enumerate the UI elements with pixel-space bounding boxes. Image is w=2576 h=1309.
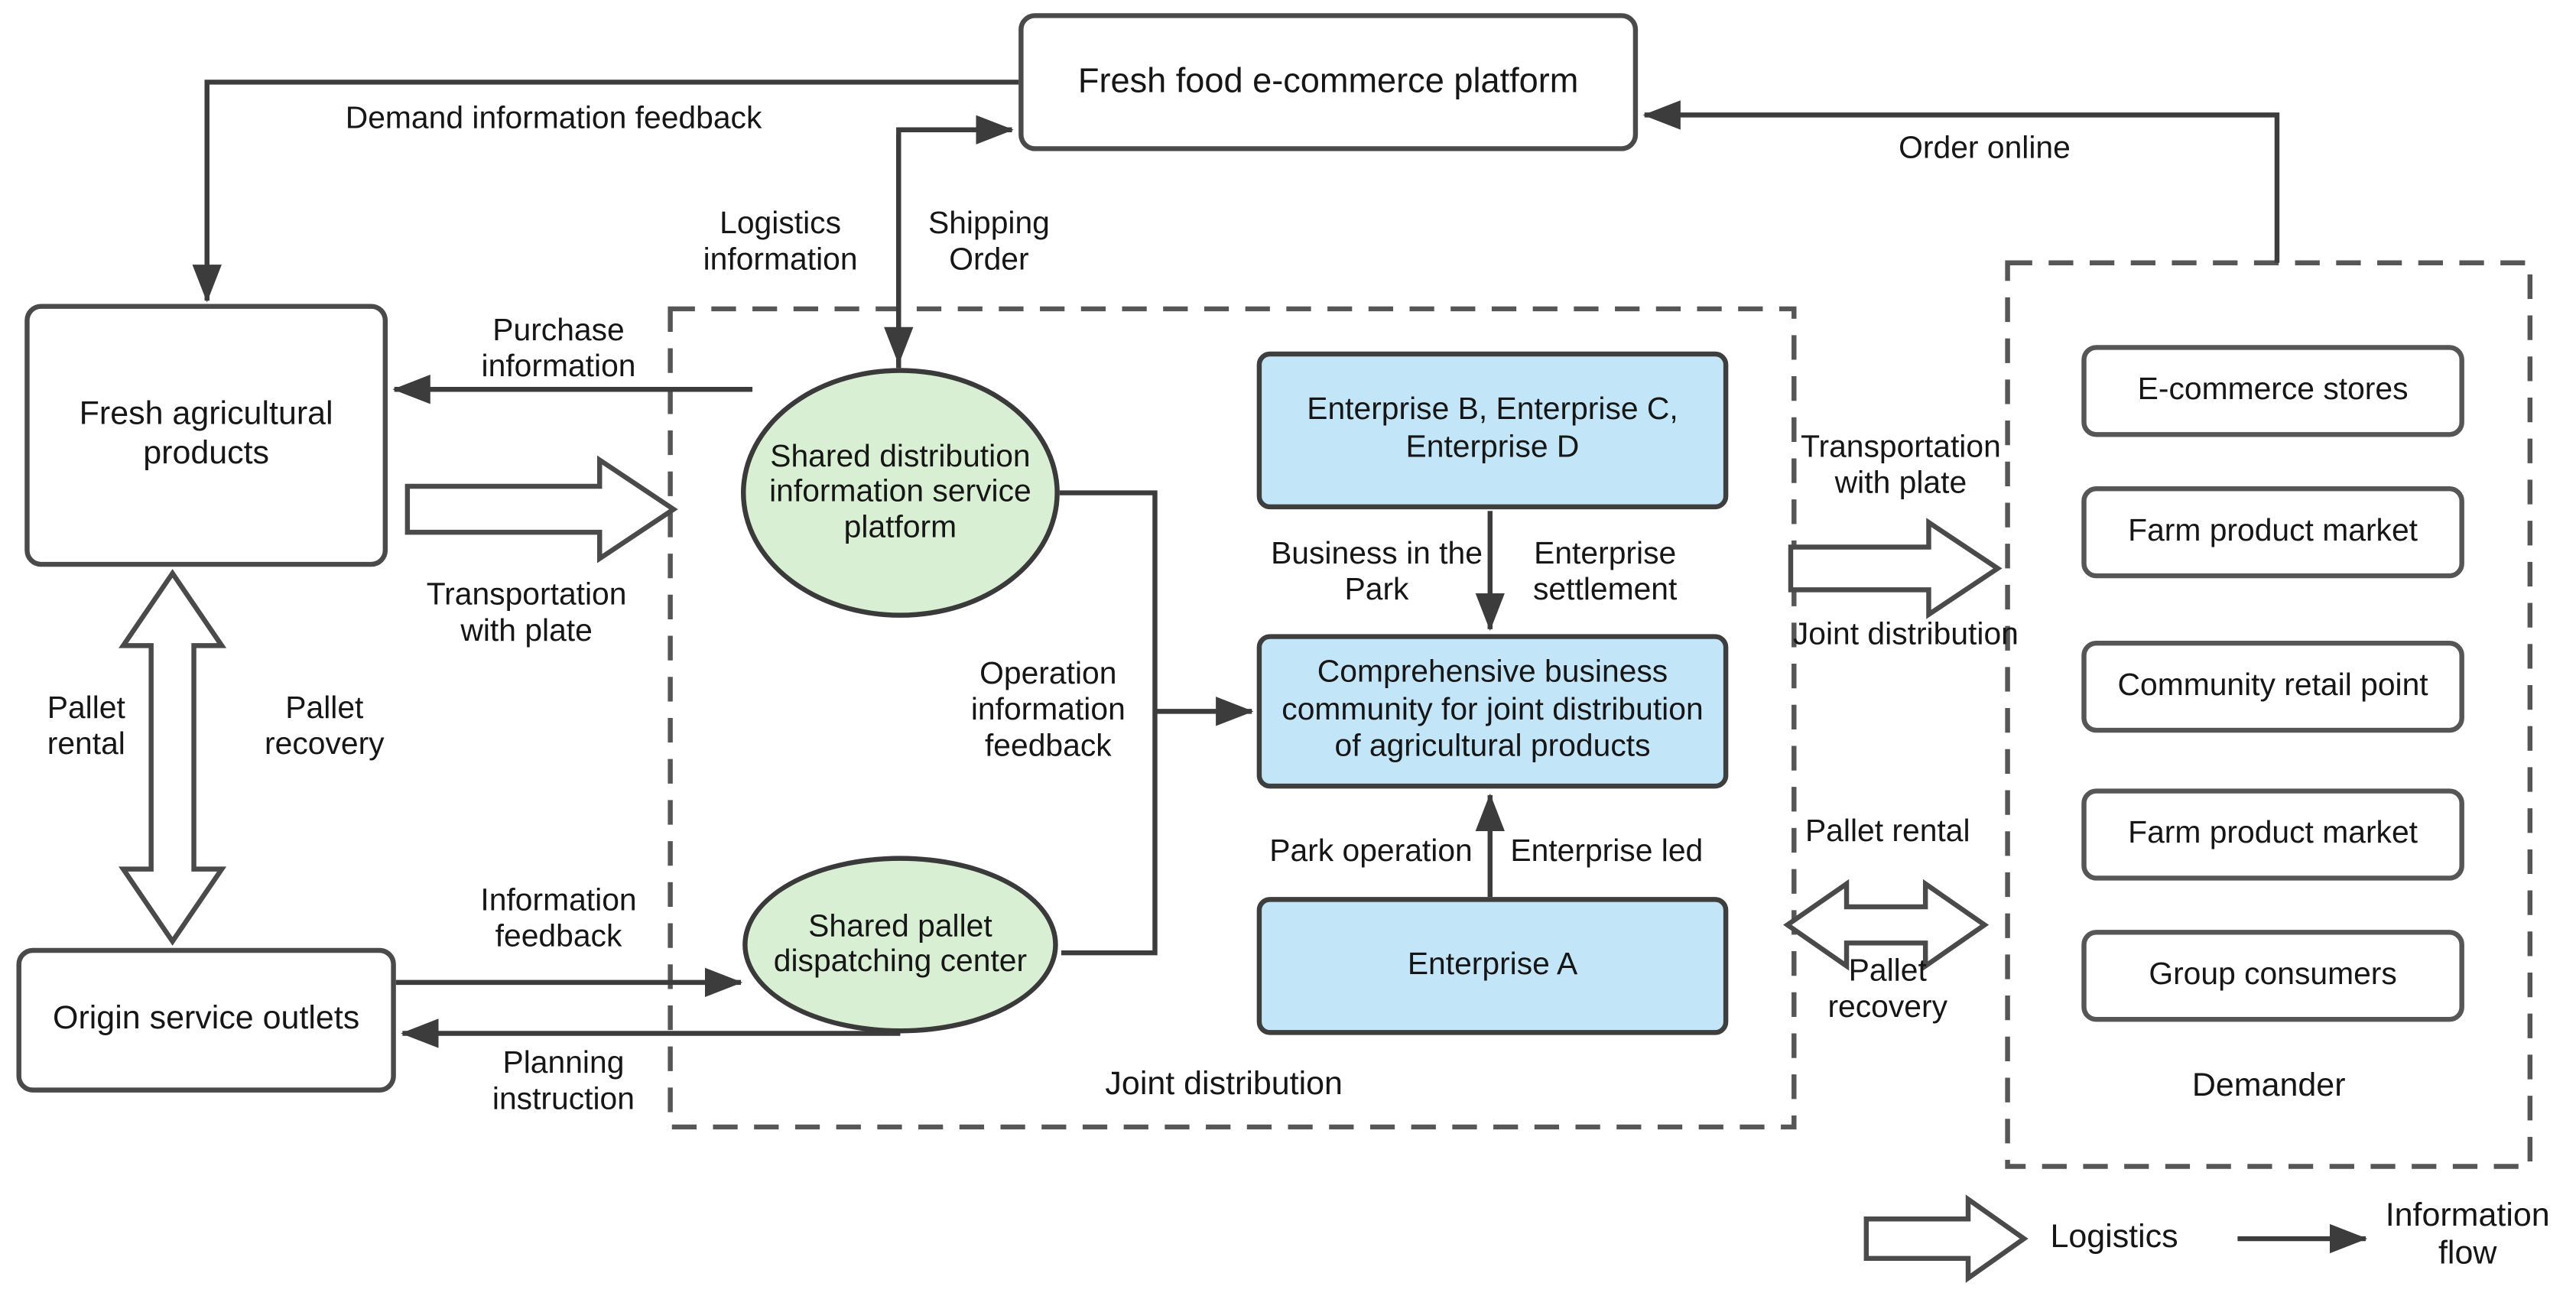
node-ecommerce-stores: E-commerce stores [2081, 345, 2464, 437]
label-enterprise-led: Enterprise led [1510, 834, 1704, 869]
label-business-in-the-park: Business in the Park [1271, 537, 1483, 609]
logistics-arrow-transportation-with-plate-left [404, 455, 678, 564]
logistics-arrow-pallet-rental-recovery-left [119, 569, 227, 946]
joint-distribution-dashed-frame [668, 306, 1797, 1130]
label-enterprise-settlement: Enterprise settlement [1533, 537, 1678, 609]
node-shared-pallet-dispatching-center: Shared pallet dispatching center [742, 856, 1058, 1034]
node-business-community: Comprehensive business community for joi… [1256, 634, 1729, 789]
label-information-feedback: Information feedback [480, 883, 637, 955]
label-pallet-rental-left: Pallet rental [47, 691, 125, 763]
label-transportation-with-plate-right: Transportation with plate [1801, 430, 2001, 502]
node-shared-distribution-information-service-platform: Shared distribution information service … [741, 368, 1060, 618]
node-enterprise-bcd: Enterprise B, Enterprise C, Enterprise D [1256, 351, 1729, 510]
legend-information-flow-label: Information flow [2385, 1197, 2550, 1272]
logistics-arrow-pallet-rental-recovery-right [1783, 879, 1990, 971]
legend-logistics-arrow [1863, 1194, 2029, 1283]
node-fresh-agricultural-products: Fresh agricultural products [24, 304, 388, 567]
node-fresh-food-ecommerce-platform: Fresh food e-commerce platform [1018, 13, 1639, 151]
caption-demander: Demander [2191, 1067, 2346, 1104]
connector-operation-feedback-trunk [1059, 490, 1158, 956]
label-park-operation: Park operation [1269, 834, 1473, 869]
label-pallet-recovery-right: Pallet recovery [1827, 954, 1947, 1026]
node-group-consumers: Group consumers [2081, 930, 2464, 1022]
label-planning-instruction: Planning instruction [492, 1046, 635, 1118]
node-farm-product-market-1: Farm product market [2081, 486, 2464, 579]
logistics-arrow-joint-distribution-right [1788, 518, 2003, 619]
label-shipping-order: Shipping Order [927, 206, 1050, 278]
node-community-retail-point: Community retail point [2081, 640, 2464, 733]
label-demand-information-feedback: Demand information feedback [345, 102, 762, 137]
label-operation-information-feedback: Operation information feedback [970, 657, 1126, 765]
demander-dashed-frame [2005, 260, 2533, 1169]
caption-joint-distribution: Joint distribution [1105, 1066, 1343, 1103]
arrow-order-online [1642, 100, 2280, 263]
node-enterprise-a: Enterprise A [1256, 897, 1729, 1035]
label-pallet-recovery-left: Pallet recovery [265, 691, 385, 763]
legend-logistics-label: Logistics [2050, 1219, 2178, 1255]
label-joint-distribution-flow: Joint distribution [1792, 617, 2019, 652]
label-logistics-information: Logistics information [703, 206, 858, 278]
label-transportation-with-plate-left: Transportation with plate [426, 578, 627, 650]
node-origin-service-outlets: Origin service outlets [16, 947, 396, 1093]
node-farm-product-market-2: Farm product market [2081, 788, 2464, 881]
label-pallet-rental-right: Pallet rental [1804, 814, 1970, 849]
label-order-online: Order online [1899, 131, 2071, 167]
label-purchase-information: Purchase information [481, 313, 636, 385]
arrow-demand-information-feedback [192, 80, 1019, 303]
